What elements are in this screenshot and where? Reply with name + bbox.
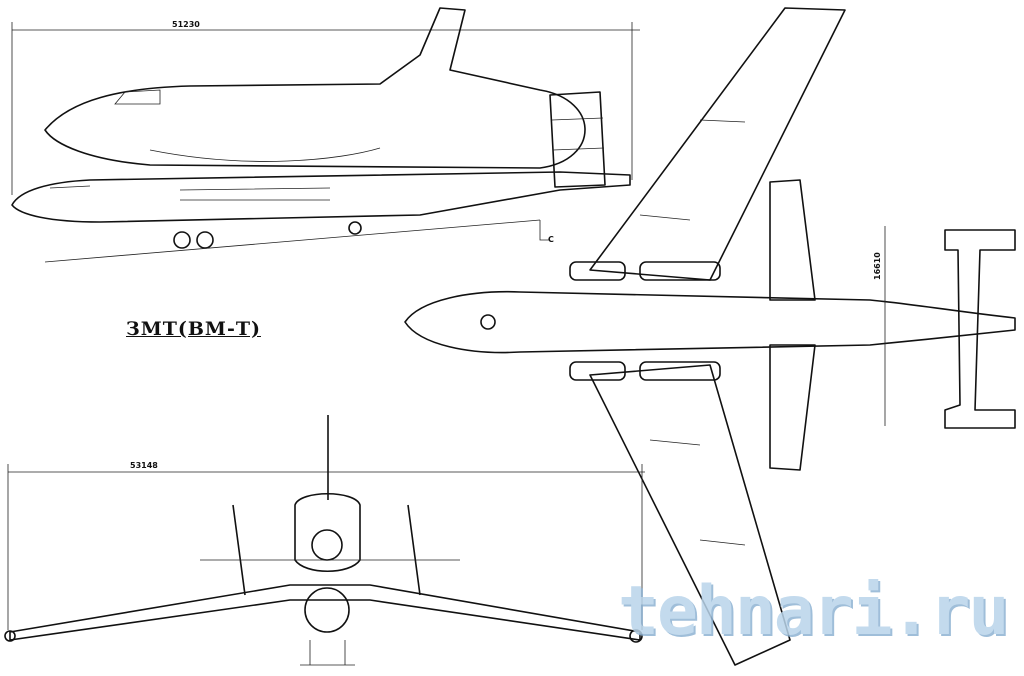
ground-line [44, 219, 541, 263]
top-fuselage [404, 290, 1016, 354]
upper-wing [589, 7, 846, 281]
shuttle-orbiter [44, 7, 586, 169]
carrier-fuselage [11, 171, 631, 223]
side-view: 51230 C [11, 7, 640, 263]
marker-c: C [548, 235, 554, 244]
carrier-tail-fin [549, 91, 606, 188]
lower-stabilizer [769, 344, 816, 471]
carrier-fuselage-front [304, 587, 350, 633]
dimension-side-length: 51230 [172, 20, 200, 29]
aircraft-designation: ЗМТ(ВМ-Т) [126, 318, 261, 340]
tail-endplates [944, 229, 1016, 429]
front-view: 53148 [4, 415, 645, 666]
lower-wing [589, 364, 791, 666]
dimension-tail-span: 16610 [873, 252, 882, 280]
upper-stabilizer [769, 179, 816, 301]
main-gear-wheel [173, 231, 191, 249]
left-endplate [232, 504, 246, 596]
engine-nacelle [569, 261, 626, 281]
watermark: tehnari.ru [618, 572, 1009, 651]
top-view: 16610 [404, 7, 1016, 666]
dimension-front-span: 53148 [130, 461, 158, 470]
right-endplate [407, 504, 421, 596]
